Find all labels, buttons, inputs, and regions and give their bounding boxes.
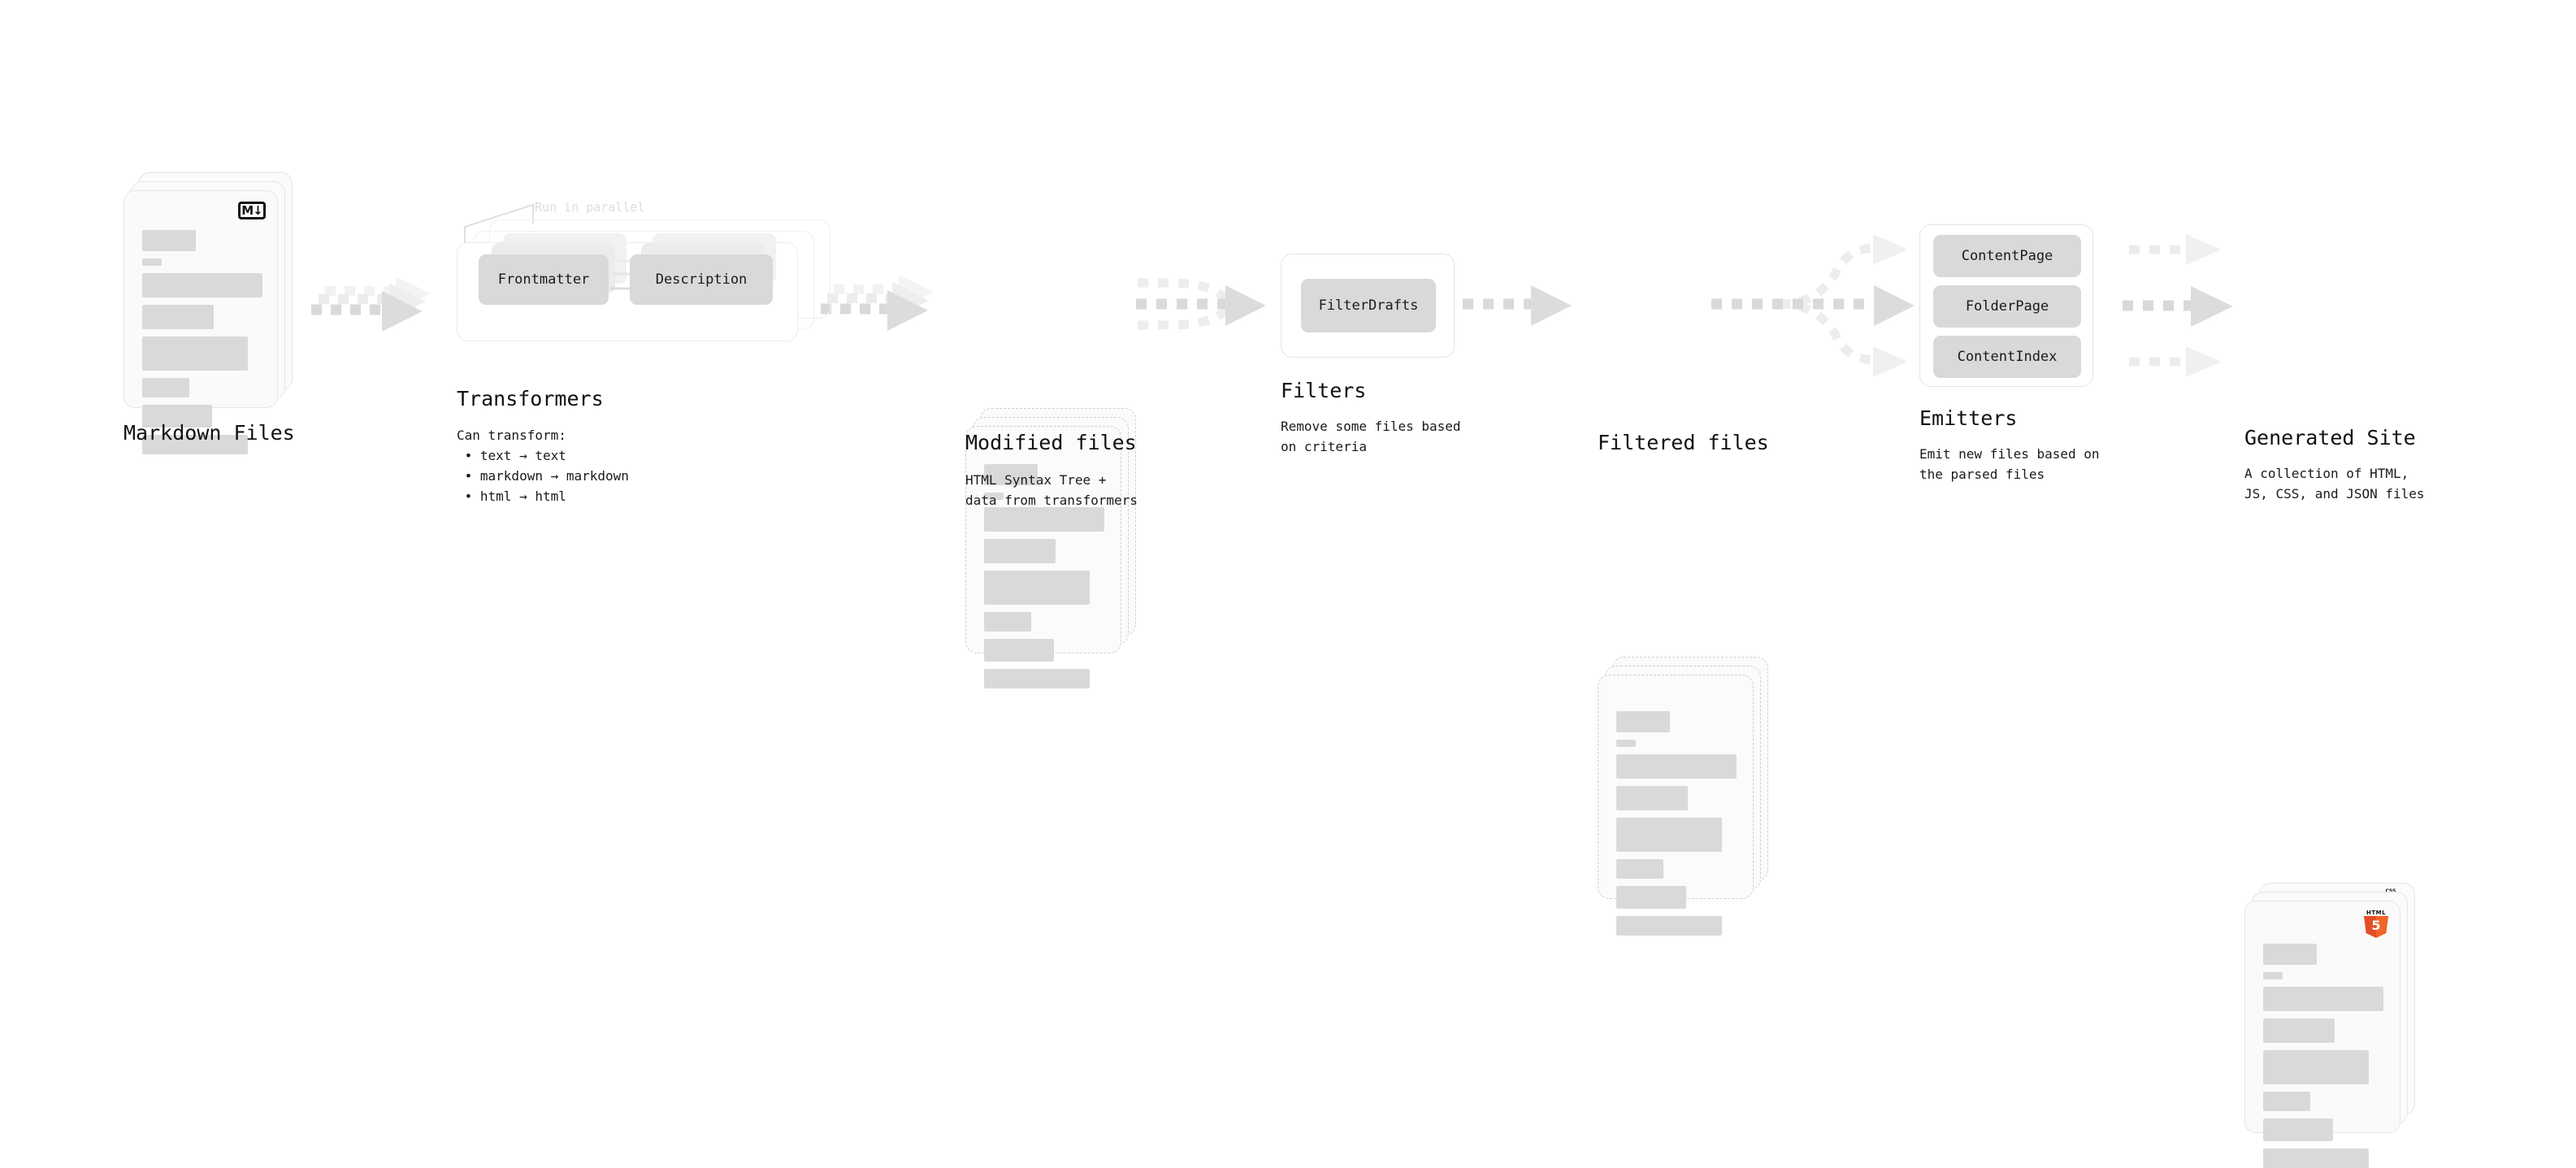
doc-bar <box>142 435 248 454</box>
stage-subtitle-generated-site: A collection of HTML, JS, CSS, and JSON … <box>2244 466 2425 502</box>
chip-contentpage-label: ContentPage <box>1961 248 2053 264</box>
doc-bar <box>142 230 196 251</box>
doc-bar <box>984 539 1056 563</box>
run-in-parallel-note: Run in parallel <box>535 200 645 215</box>
doc-bar <box>984 669 1090 688</box>
filters-group: FilterDrafts <box>1281 254 1455 358</box>
stage-title-modified-files: Modified files <box>965 431 1137 454</box>
modified-files-stack <box>965 408 1140 688</box>
doc-content <box>966 427 1121 688</box>
doc-bar <box>984 639 1054 662</box>
doc-content <box>124 191 277 454</box>
transformers-group: Run in parallel Frontmatter D <box>445 200 852 363</box>
html5-glyph: HTML 5 <box>2364 910 2388 938</box>
doc-bar <box>142 258 162 266</box>
html5-digit: 5 <box>2371 918 2381 933</box>
doc-bar <box>2263 944 2317 965</box>
stage-title-markdown-files: Markdown Files <box>124 421 295 445</box>
html5-icon: HTML 5 <box>2364 910 2388 938</box>
doc-bar <box>1616 740 1636 747</box>
doc-card-front: M↓ <box>124 190 278 454</box>
stage-title-filters: Filters <box>1281 379 1367 402</box>
doc-bar <box>1616 886 1686 909</box>
emitters-group: ContentPage FolderPage ContentIndex <box>1919 224 2093 387</box>
stage-subtitle-filters: Remove some files based on criteria <box>1281 419 1461 454</box>
pipeline-diagram: M↓ Markdown Files Run in parallel <box>124 172 2425 1168</box>
stage-subtitle-emitters: Emit new files based on the parsed files <box>1919 446 2100 482</box>
chip-description[interactable]: Description <box>630 254 773 305</box>
arrow-modified-to-filters <box>1136 278 1266 330</box>
chip-filterdrafts[interactable]: FilterDrafts <box>1301 279 1436 332</box>
doc-bar <box>142 337 248 371</box>
arrow-filters-to-filtered <box>1463 285 1572 326</box>
stage-subtitle-transformers: Can transform: • text → text • markdown … <box>457 428 629 504</box>
doc-bar <box>1616 786 1688 810</box>
doc-bar <box>142 305 214 329</box>
chip-description-label: Description <box>655 271 748 288</box>
stage-subtitle-modified-files: HTML Syntax Tree + data from transformer… <box>965 472 1138 508</box>
chip-folderpage[interactable]: FolderPage <box>1933 285 2081 328</box>
arrow-markdown-to-transformers <box>311 276 431 332</box>
chip-frontmatter[interactable]: Frontmatter <box>479 254 609 305</box>
html5-wordmark: HTML <box>2366 910 2387 916</box>
doc-bar <box>2263 1118 2333 1141</box>
arrow-emitters-to-site <box>2123 234 2233 377</box>
doc-bar <box>984 493 1004 500</box>
markdown-files-stack: M↓ <box>124 172 294 454</box>
filtered-files-stack <box>1598 657 1772 936</box>
doc-bar <box>1616 859 1663 879</box>
doc-bar <box>142 405 212 428</box>
doc-bar <box>1616 754 1737 779</box>
markdown-logo-glyph: M↓ <box>238 202 266 219</box>
arrow-filtered-to-emitters <box>1711 234 1915 377</box>
stage-title-filtered-files: Filtered files <box>1598 431 1769 454</box>
chip-contentpage[interactable]: ContentPage <box>1933 235 2081 277</box>
doc-bar <box>2263 987 2383 1011</box>
doc-bar <box>1616 711 1670 732</box>
stage-title-generated-site: Generated Site <box>2244 426 2416 449</box>
doc-content <box>1598 675 1753 936</box>
chip-frontmatter-label: Frontmatter <box>497 271 590 288</box>
chip-contentindex-label: ContentIndex <box>1957 349 2058 365</box>
doc-bar <box>2263 1092 2310 1111</box>
doc-bar <box>1616 818 1722 852</box>
doc-card-front <box>1598 675 1754 936</box>
doc-card-front-html: HTML 5 <box>2244 901 2400 1168</box>
chip-folderpage-label: FolderPage <box>1965 298 2049 315</box>
doc-card-front <box>965 426 1121 688</box>
doc-bar <box>984 507 1104 532</box>
doc-bar <box>984 612 1031 632</box>
markdown-logo-icon: M↓ <box>238 202 266 219</box>
stage-title-emitters: Emitters <box>1919 406 2018 430</box>
doc-bar <box>142 273 262 297</box>
doc-bar <box>984 464 1038 485</box>
stage-title-transformers: Transformers <box>457 387 604 410</box>
doc-bar <box>2263 1050 2369 1084</box>
doc-bar <box>142 378 189 397</box>
chip-contentindex[interactable]: ContentIndex <box>1933 336 2081 378</box>
generated-site-stack: CSS HTML <box>2244 883 2425 1168</box>
doc-bar <box>1616 916 1722 936</box>
chip-filterdrafts-label: FilterDrafts <box>1318 297 1419 314</box>
transformer-layer-1: Frontmatter Description <box>457 233 798 341</box>
doc-bar <box>2263 1018 2335 1043</box>
doc-bar <box>2263 1148 2369 1168</box>
doc-bar <box>2263 972 2283 979</box>
doc-bar <box>984 571 1090 605</box>
